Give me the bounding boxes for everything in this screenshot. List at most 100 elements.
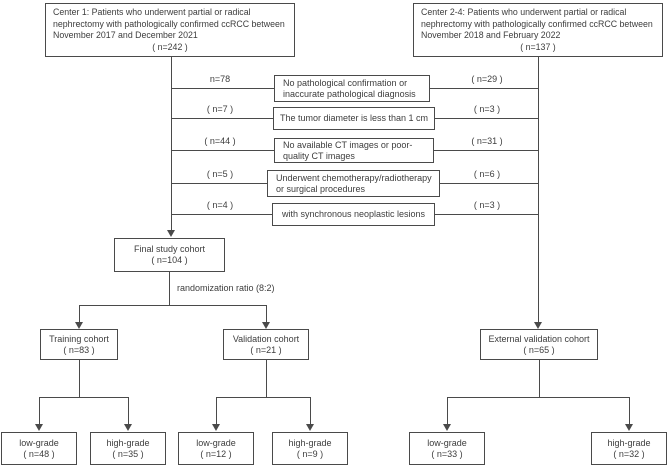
exclusion-4-box: Underwent chemotherapy/radiotherapy or s… <box>267 170 440 197</box>
randomization-branch-line <box>79 305 267 306</box>
external-low-grade-box: low-grade ( n=33 ) <box>409 432 485 465</box>
exclusion-1-left-count: n=78 <box>209 74 231 84</box>
randomization-note: randomization ratio (8:2) <box>177 283 275 293</box>
validation-cohort-count: ( n=21 ) <box>250 344 282 355</box>
grade-count: ( n=9 ) <box>296 448 324 459</box>
arrow-down-icon <box>212 424 220 431</box>
exclusion-2-box: The tumor diameter is less than 1 cm <box>273 107 435 130</box>
grade-label: low-grade <box>196 437 236 448</box>
exclusion-5-left-count: ( n=4 ) <box>206 200 234 210</box>
final-cohort-box: Final study cohort ( n=104 ) <box>114 238 225 272</box>
final-cohort-count: ( n=104 ) <box>151 255 188 265</box>
training-cohort-label: Training cohort <box>49 333 109 344</box>
grade-count: ( n=35 ) <box>112 448 144 459</box>
grade-in-line <box>629 397 630 425</box>
exclusion-1-line2: inaccurate pathological diagnosis <box>283 88 416 99</box>
grade-in-line <box>39 397 40 425</box>
exclusion-4-right-line <box>440 183 538 184</box>
center2-4-line3: November 2018 and February 2022 <box>421 30 561 40</box>
grade-label: high-grade <box>607 437 651 448</box>
arrow-down-icon <box>534 322 542 329</box>
exclusion-2-left-count: ( n=7 ) <box>206 104 234 114</box>
arrow-down-icon <box>262 322 270 329</box>
validation-low-grade-box: low-grade ( n=12 ) <box>178 432 254 465</box>
arrow-down-icon <box>124 424 132 431</box>
center1-box: Center 1: Patients who underwent partial… <box>45 3 295 57</box>
grade-in-line <box>447 397 448 425</box>
arrow-down-icon <box>167 230 175 237</box>
exclusion-4-right-count: ( n=6 ) <box>473 169 501 179</box>
exclusion-3-line1: No available CT images or poor- <box>283 139 413 150</box>
exclusion-2-right-line <box>435 118 538 119</box>
external-validation-cohort-box: External validation cohort ( n=65 ) <box>480 329 598 360</box>
exclusion-1-right-count: ( n=29 ) <box>471 74 503 84</box>
center2-4-count: ( n=137 ) <box>520 41 556 52</box>
external-down-line <box>539 360 540 397</box>
exclusion-5-line1: with synchronous neoplastic lesions <box>281 209 426 219</box>
exclusion-3-left-count: ( n=44 ) <box>204 136 236 146</box>
center1-line2: nephrectomy with pathologically confirme… <box>53 18 285 29</box>
validation-cohort-label: Validation cohort <box>232 333 300 344</box>
center2-4-box: Center 2-4: Patients who underwent parti… <box>413 3 663 57</box>
arrow-down-icon <box>306 424 314 431</box>
exclusion-2-line1: The tumor diameter is less than 1 cm <box>279 113 429 123</box>
exclusion-1-box: No pathological confirmation or inaccura… <box>274 75 430 102</box>
right-trunk-line <box>538 57 539 322</box>
validation-high-grade-box: high-grade ( n=9 ) <box>272 432 348 465</box>
exclusion-5-left-line <box>171 214 272 215</box>
grade-label: low-grade <box>19 437 59 448</box>
left-trunk-line <box>171 57 172 230</box>
arrow-down-icon <box>75 322 83 329</box>
exclusion-4-line2: or surgical procedures <box>276 183 366 194</box>
exclusion-3-right-line <box>434 150 538 151</box>
external-validation-cohort-count: ( n=65 ) <box>523 344 555 355</box>
center1-count: ( n=242 ) <box>152 41 188 52</box>
exclusion-3-box: No available CT images or poor- quality … <box>274 138 434 163</box>
arrow-down-icon <box>625 424 633 431</box>
exclusion-4-line1: Underwent chemotherapy/radiotherapy <box>276 172 432 183</box>
training-in-line <box>79 305 80 322</box>
grade-count: ( n=33 ) <box>431 448 463 459</box>
grade-label: low-grade <box>427 437 467 448</box>
exclusion-2-left-line <box>171 118 273 119</box>
grade-label: high-grade <box>288 437 332 448</box>
exclusion-2-right-count: ( n=3 ) <box>473 104 501 114</box>
exclusion-1-right-line <box>430 88 538 89</box>
validation-cohort-box: Validation cohort ( n=21 ) <box>223 329 309 360</box>
external-validation-cohort-label: External validation cohort <box>488 333 590 344</box>
training-branch-line <box>39 397 129 398</box>
exclusion-4-left-line <box>171 183 267 184</box>
external-branch-line <box>447 397 630 398</box>
exclusion-5-right-line <box>435 214 538 215</box>
center2-4-line1: Center 2-4: Patients who underwent parti… <box>421 7 627 17</box>
center1-line1: Center 1: Patients who underwent partial… <box>53 7 251 17</box>
external-high-grade-box: high-grade ( n=32 ) <box>591 432 667 465</box>
exclusion-3-right-count: ( n=31 ) <box>471 136 503 146</box>
training-down-line <box>79 360 80 397</box>
grade-label: high-grade <box>106 437 150 448</box>
training-high-grade-box: high-grade ( n=35 ) <box>90 432 166 465</box>
training-cohort-count: ( n=83 ) <box>63 344 95 355</box>
exclusion-1-left-line <box>171 88 274 89</box>
exclusion-5-box: with synchronous neoplastic lesions <box>272 203 435 226</box>
exclusion-3-line2: quality CT images <box>283 150 355 161</box>
final-cohort-down-line <box>169 272 170 305</box>
arrow-down-icon <box>35 424 43 431</box>
arrow-down-icon <box>443 424 451 431</box>
grade-count: ( n=32 ) <box>613 448 645 459</box>
center2-4-line2: nephrectomy with pathologically confirme… <box>421 18 653 29</box>
center1-line3: November 2017 and December 2021 <box>53 30 198 40</box>
exclusion-1-line1: No pathological confirmation or <box>283 77 408 88</box>
grade-in-line <box>310 397 311 425</box>
grade-in-line <box>128 397 129 425</box>
training-cohort-box: Training cohort ( n=83 ) <box>40 329 118 360</box>
validation-branch-line <box>216 397 311 398</box>
validation-down-line <box>266 360 267 397</box>
exclusion-3-left-line <box>171 150 274 151</box>
grade-in-line <box>216 397 217 425</box>
exclusion-5-right-count: ( n=3 ) <box>473 200 501 210</box>
final-cohort-label: Final study cohort <box>133 244 206 254</box>
grade-count: ( n=48 ) <box>23 448 55 459</box>
validation-in-line <box>266 305 267 322</box>
